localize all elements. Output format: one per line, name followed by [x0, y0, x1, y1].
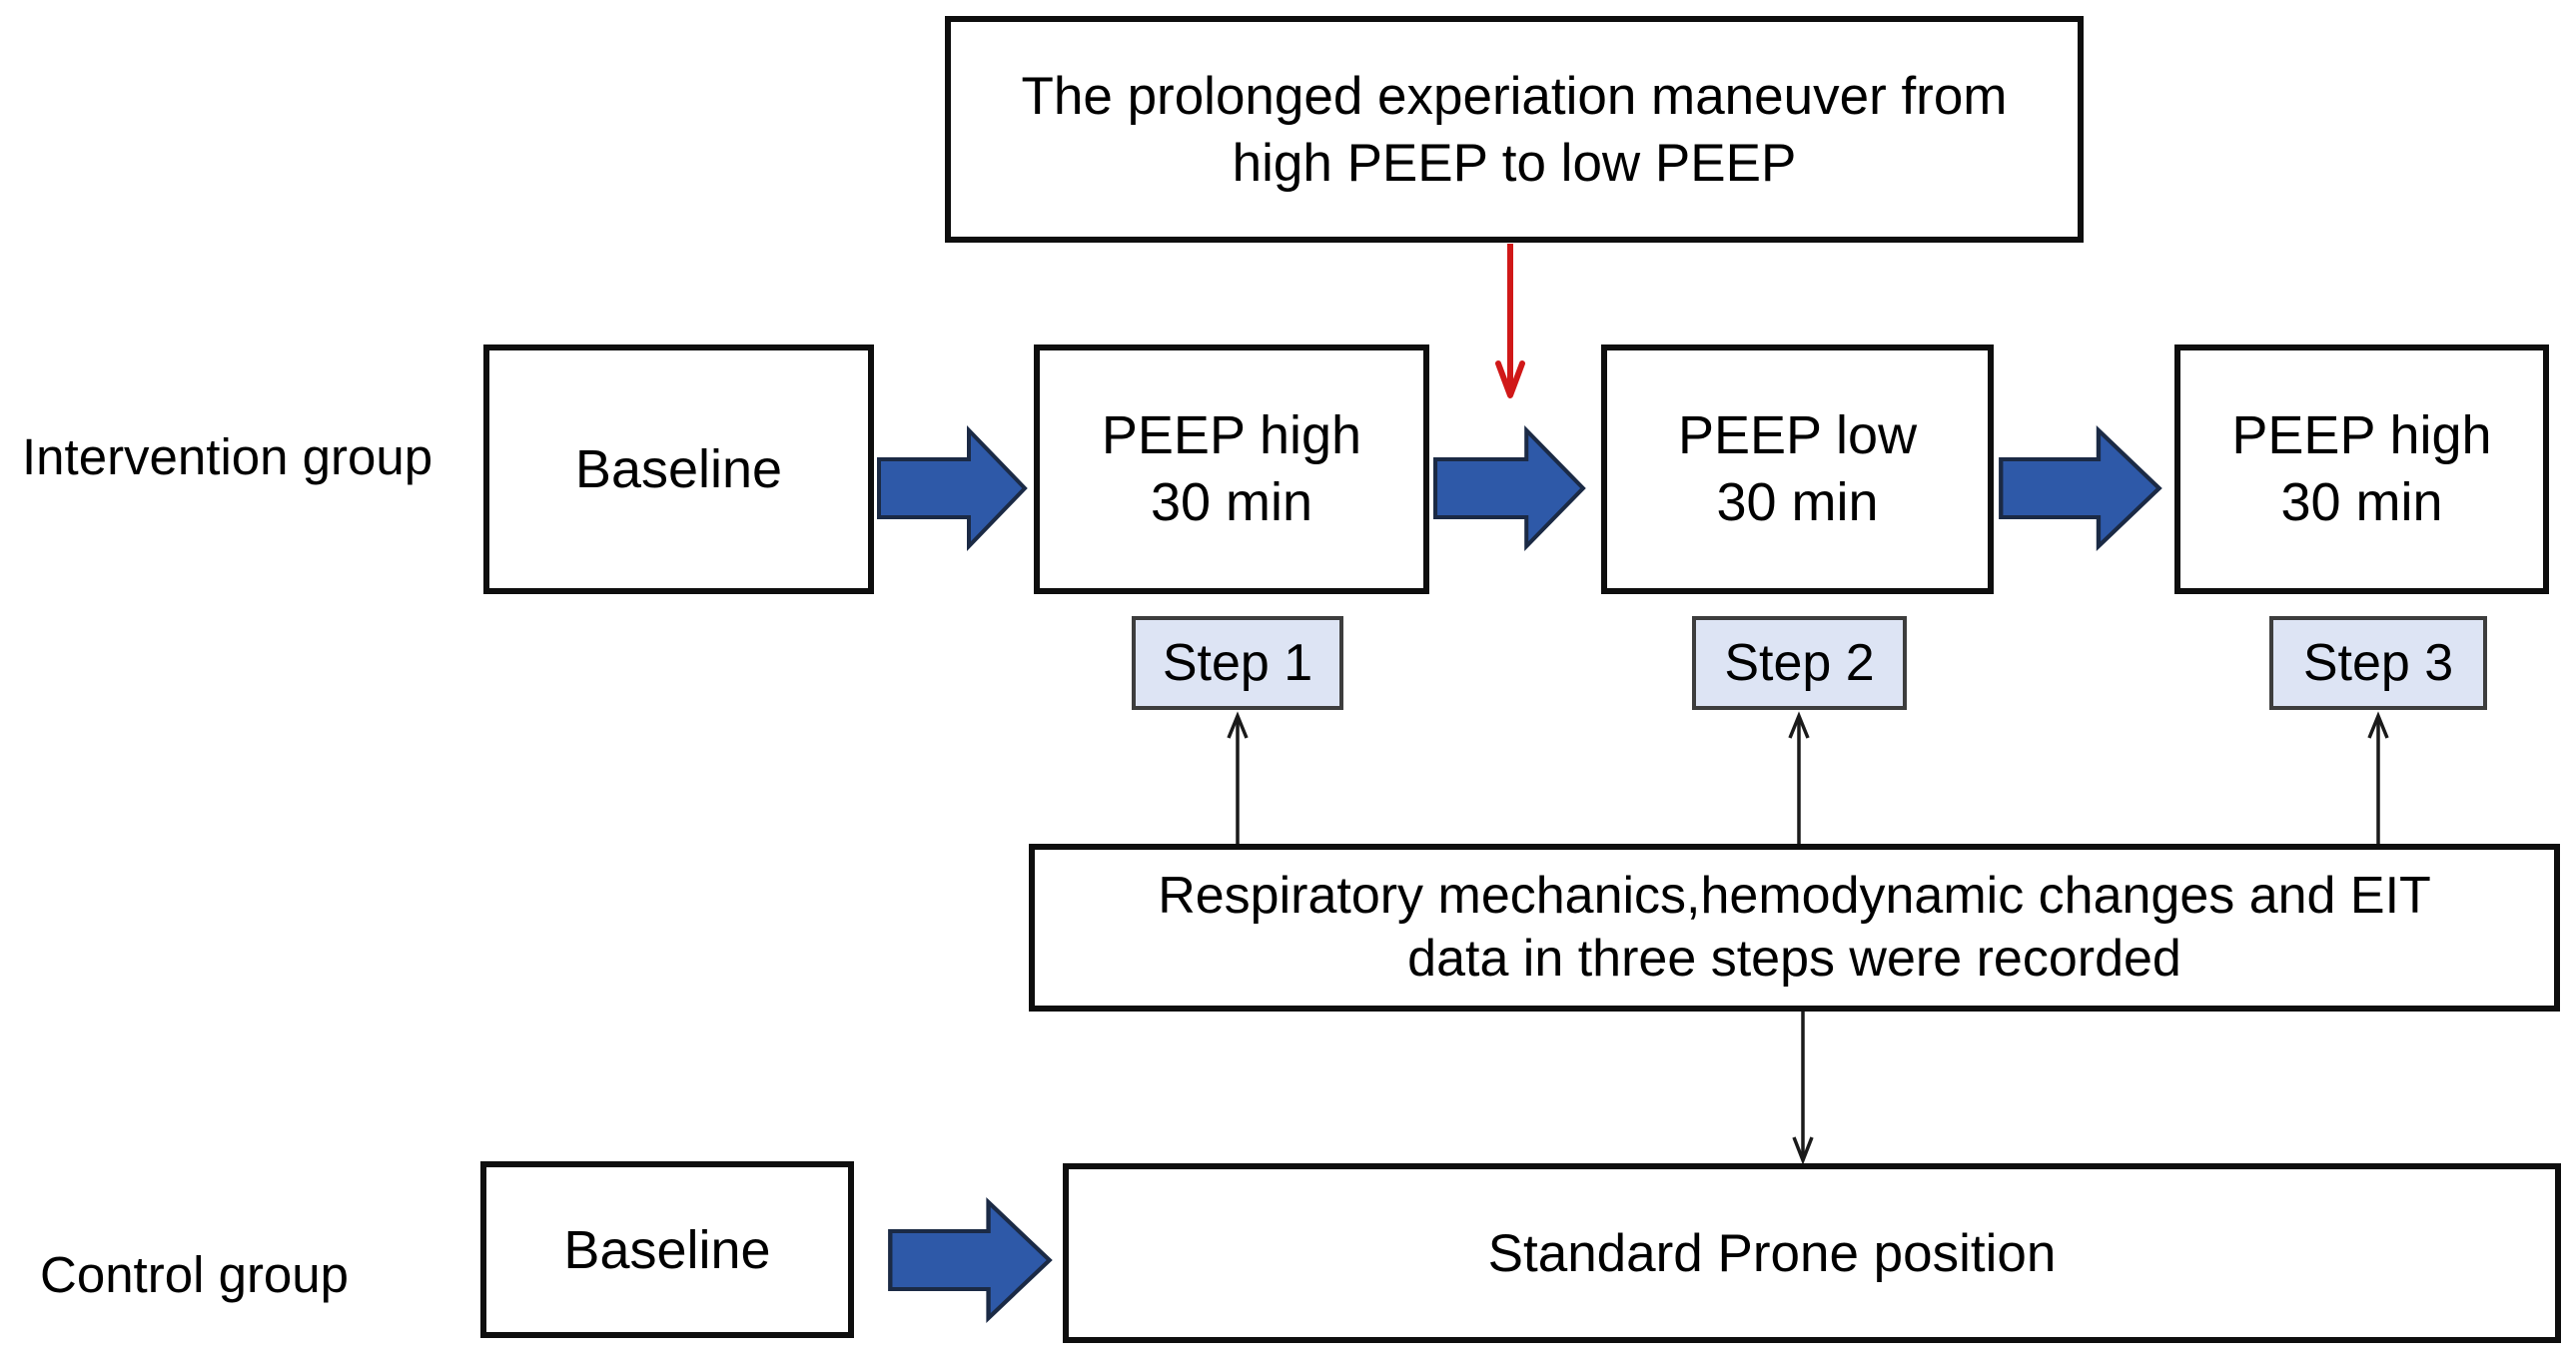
step-2-label: Step 2 [1724, 634, 1875, 692]
prone-position-text: Standard Prone position [1487, 1223, 2057, 1283]
up-arrow-icon [2367, 711, 2389, 844]
control-baseline-text: Baseline [563, 1219, 771, 1280]
intervention-baseline-text: Baseline [574, 439, 783, 499]
up-arrow-icon [1227, 711, 1249, 844]
peep-high-1-box: PEEP high 30 min [1034, 344, 1429, 594]
flow-arrow-icon [1999, 425, 2162, 551]
peep-high-2-text: PEEP high 30 min [2231, 405, 2492, 532]
flow-arrow-icon [888, 1197, 1053, 1323]
recording-note-text: Respiratory mechanics,hemodynamic change… [1158, 867, 2431, 988]
maneuver-note-box: The prolonged experiation maneuver from … [945, 16, 2084, 243]
red-down-arrow-icon [1495, 244, 1525, 398]
peep-high-2-box: PEEP high 30 min [2174, 344, 2549, 594]
step-2-badge: Step 2 [1692, 616, 1907, 710]
maneuver-note-text: The prolonged experiation maneuver from … [1021, 66, 2008, 193]
control-baseline-box: Baseline [480, 1161, 854, 1338]
intervention-group-label: Intervention group [22, 428, 433, 485]
peep-high-1-text: PEEP high 30 min [1101, 405, 1362, 532]
control-group-label: Control group [40, 1246, 350, 1303]
step-1-label: Step 1 [1162, 634, 1313, 692]
flow-arrow-icon [877, 425, 1028, 551]
peep-low-text: PEEP low 30 min [1677, 405, 1918, 532]
step-3-badge: Step 3 [2269, 616, 2487, 710]
recording-note-box: Respiratory mechanics,hemodynamic change… [1029, 844, 2560, 1012]
up-arrow-icon [1788, 711, 1810, 844]
down-arrow-icon [1792, 1012, 1814, 1165]
flow-arrow-icon [1433, 425, 1586, 551]
peep-low-box: PEEP low 30 min [1601, 344, 1994, 594]
step-1-badge: Step 1 [1132, 616, 1343, 710]
step-3-label: Step 3 [2302, 634, 2454, 692]
prone-position-box: Standard Prone position [1063, 1163, 2561, 1343]
intervention-baseline-box: Baseline [483, 344, 874, 594]
